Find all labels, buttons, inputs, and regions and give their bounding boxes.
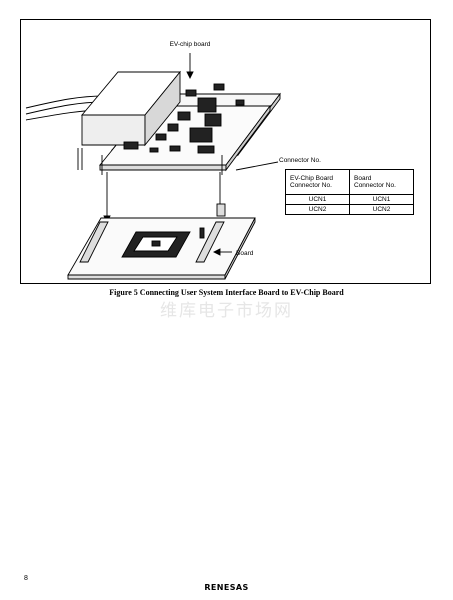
figure-illustration: EV-chip board Connector No. Board	[25, 41, 321, 280]
ev-chip-board-label: EV-chip board	[170, 41, 211, 48]
table-row: UCN2 UCN2	[285, 204, 414, 215]
connector-no-label: Connector No.	[279, 157, 321, 164]
connector-ucn2-ev	[197, 145, 215, 154]
connector-ucn1-ev	[123, 141, 139, 150]
renesas-logo: RENESAS	[204, 583, 249, 592]
table-header-ev-chip: EV-Chip Board Connector No.	[285, 169, 350, 195]
table-cell: UCN1	[285, 194, 350, 205]
connector-ucn2-board	[195, 221, 225, 263]
figure-frame	[20, 19, 431, 284]
ev-box-side	[144, 70, 181, 147]
page-number: 8	[24, 575, 28, 582]
connector-table: EV-Chip Board Connector No. Board Connec…	[285, 169, 414, 215]
watermark: 维库电子市场网	[160, 301, 293, 321]
figure-caption: Figure 5 Connecting User System Interfac…	[109, 288, 344, 297]
table-cell: UCN2	[285, 204, 350, 215]
ev-box-front	[81, 114, 146, 146]
table-row: UCN1 UCN1	[285, 194, 414, 205]
table-header-board: Board Connector No.	[349, 169, 414, 195]
table-cell: UCN2	[349, 204, 414, 215]
board-label: Board	[236, 250, 254, 257]
table-cell: UCN1	[349, 194, 414, 205]
connector-ucn1-board	[79, 221, 109, 263]
